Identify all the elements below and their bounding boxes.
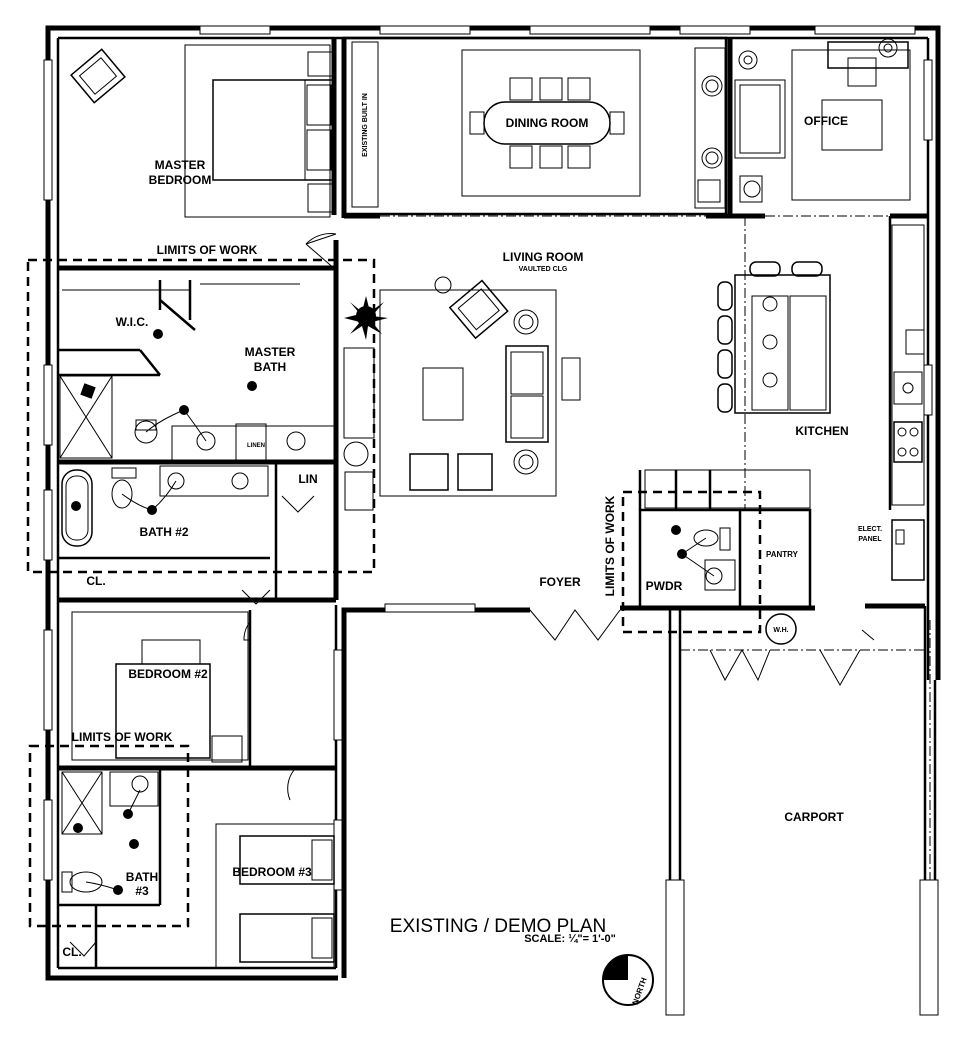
plant-icon bbox=[344, 296, 388, 340]
label-existing-built-in: EXISTING BUILT IN bbox=[362, 93, 369, 157]
label-closet-2: CL. bbox=[62, 945, 81, 959]
label-bedroom2: BEDROOM #2 bbox=[128, 667, 208, 681]
label-wh: W.H. bbox=[773, 627, 788, 634]
label-limits-of-work-2: LIMITS OF WORK bbox=[72, 730, 173, 744]
label-master-bath-1: MASTER bbox=[245, 345, 296, 359]
furniture bbox=[59, 38, 925, 969]
label-bath3-1: BATH bbox=[126, 870, 158, 884]
title-main: EXISTING / DEMO PLAN bbox=[390, 916, 606, 937]
label-carport: CARPORT bbox=[784, 810, 844, 824]
windows bbox=[43, 25, 933, 891]
label-bedroom3: BEDROOM #3 bbox=[232, 865, 312, 879]
label-pantry: PANTRY bbox=[766, 550, 799, 559]
label-living-room: LIVING ROOM bbox=[503, 250, 584, 264]
label-lin: LIN bbox=[298, 472, 317, 486]
electrical-fixtures bbox=[71, 329, 715, 895]
label-limits-of-work-3: LIMITS OF WORK bbox=[603, 495, 617, 596]
interior-walls bbox=[58, 36, 939, 1016]
title-scale: SCALE: ¼"= 1'-0" bbox=[524, 933, 616, 945]
label-elect-panel-2: PANEL bbox=[858, 536, 882, 543]
label-bath2: BATH #2 bbox=[139, 525, 188, 539]
label-master-bedroom-1: MASTER bbox=[155, 158, 206, 172]
label-elect-panel-1: ELECT. bbox=[858, 526, 882, 533]
room-labels: MASTER BEDROOM LIMITS OF WORK W.I.C. MAS… bbox=[62, 93, 882, 1006]
label-kitchen: KITCHEN bbox=[795, 424, 848, 438]
label-vaulted-clg: VAULTED CLG bbox=[519, 266, 568, 273]
label-dining-room: DINING ROOM bbox=[506, 116, 589, 130]
limits-of-work-boxes bbox=[26, 258, 762, 928]
label-master-bedroom-2: BEDROOM bbox=[149, 173, 212, 187]
label-bath3-2: #3 bbox=[135, 884, 149, 898]
plan-title: EXISTING / DEMO PLAN SCALE: ¼"= 1'-0" bbox=[390, 916, 616, 945]
label-master-bath-2: BATH bbox=[254, 360, 286, 374]
label-wic: W.I.C. bbox=[116, 315, 149, 329]
label-foyer: FOYER bbox=[539, 575, 581, 589]
demo-lines bbox=[380, 215, 931, 880]
doors bbox=[69, 233, 875, 957]
label-limits-of-work-1: LIMITS OF WORK bbox=[157, 243, 258, 257]
label-pwdr: PWDR bbox=[646, 579, 683, 593]
north-arrow-icon bbox=[602, 954, 654, 1006]
label-closet-1: CL. bbox=[86, 574, 105, 588]
exterior-walls bbox=[45, 25, 941, 981]
label-office: OFFICE bbox=[804, 114, 848, 128]
label-linen: LINEN bbox=[247, 443, 265, 449]
